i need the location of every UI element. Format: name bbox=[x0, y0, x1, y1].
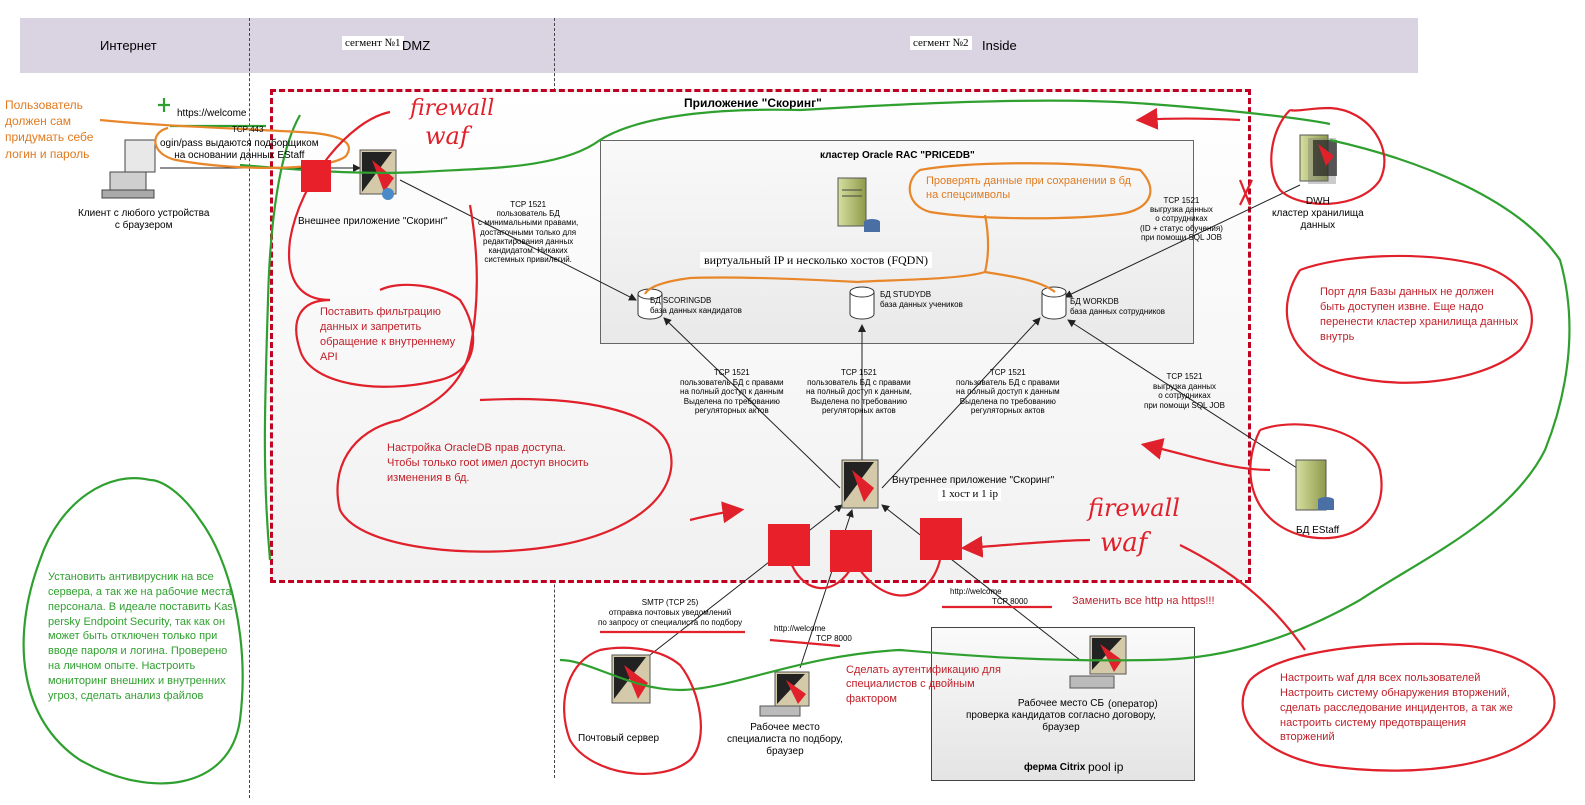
internal-app-sub: 1 хост и 1 ip bbox=[938, 488, 1001, 502]
hr-workstation-icon bbox=[759, 671, 810, 717]
note-oracle-rights: Настройка OracleDB прав доступа.Чтобы то… bbox=[387, 442, 589, 484]
orange-annotation-strokes bbox=[99, 118, 1152, 295]
firewall-label-bottom: firewall bbox=[1088, 494, 1180, 522]
segment-1-box: сегмент №1 bbox=[342, 36, 404, 50]
segment-1-name: DMZ bbox=[402, 38, 431, 53]
connectors bbox=[160, 164, 1301, 669]
segment-2-name: Inside bbox=[982, 38, 1017, 53]
oracle-cluster-box bbox=[600, 140, 1194, 344]
segment-internet-label: Интернет bbox=[100, 38, 157, 53]
cluster-title: кластер Oracle RAC "PRICEDB" bbox=[820, 150, 975, 161]
oracle-server-icon bbox=[837, 177, 880, 232]
app-title: Приложение "Скоринг" bbox=[684, 96, 822, 110]
sb-workstation-icon bbox=[1069, 635, 1127, 689]
citrix-pool-label: pool ip bbox=[1088, 760, 1124, 774]
citrix-farm-label: ферма Citrix bbox=[1024, 762, 1086, 773]
client-pc-icon bbox=[101, 139, 156, 199]
firewall-label-top: firewall bbox=[410, 96, 495, 121]
cluster-vip-label: виртуальный IP и несколько хостов (FQDN) bbox=[700, 252, 933, 269]
firewall-block-sb bbox=[920, 518, 962, 560]
tcp443-label: TCP 443 bbox=[232, 125, 264, 134]
estaff-label: БД EStaff bbox=[1296, 525, 1340, 536]
external-app-label: Внешнее приложение "Скоринг" bbox=[298, 216, 448, 227]
firewall-block-hr bbox=[830, 530, 872, 572]
mail-server-label: Почтовый сервер bbox=[578, 733, 660, 744]
sb-operator-label: (оператор) bbox=[1108, 699, 1158, 710]
segment-header-band bbox=[20, 18, 1418, 73]
firewall-block-smtp bbox=[768, 524, 810, 566]
internal-app-label: Внутреннее приложение "Скоринг" bbox=[892, 475, 1055, 486]
db-cylinders bbox=[637, 286, 1067, 320]
mail-server-icon bbox=[611, 654, 651, 704]
note-https: Заменить все http на https!!! bbox=[1072, 595, 1215, 607]
waf-label-bottom: waf bbox=[1100, 528, 1148, 558]
segment-2-box: сегмент №2 bbox=[910, 36, 972, 50]
waf-label-top: waf bbox=[425, 122, 469, 150]
https-welcome-label: https://welcome bbox=[177, 108, 247, 119]
green-annotation-strokes bbox=[22, 98, 1571, 785]
segment-divider-1 bbox=[249, 18, 250, 798]
smtp-conn-label: SMTP (TCP 25)отправка почтовых уведомлен… bbox=[598, 598, 743, 627]
citrix-farm-box bbox=[931, 627, 1195, 781]
red-annotation-strokes bbox=[287, 106, 1556, 775]
firewall-block-dmz bbox=[301, 160, 331, 192]
